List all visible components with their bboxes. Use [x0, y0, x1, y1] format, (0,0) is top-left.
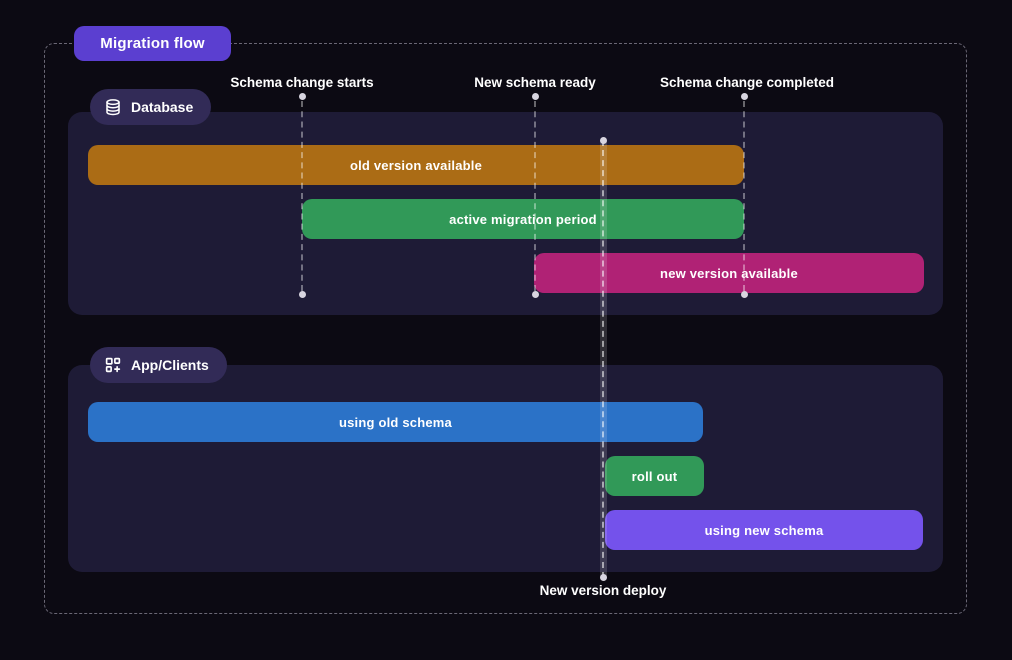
diagram-title: Migration flow — [100, 35, 205, 52]
bar-active-migration-period: active migration period — [302, 199, 744, 239]
app-clients-badge-label: App/Clients — [131, 357, 209, 373]
milestone-label-schema-change-starts: Schema change starts — [230, 75, 374, 90]
bar-new-version-available: new version available — [534, 253, 924, 293]
milestone-line — [743, 101, 745, 291]
bar-roll-out: roll out — [605, 456, 704, 496]
milestone-dot — [299, 93, 306, 100]
app-clients-badge: App/Clients — [90, 347, 227, 383]
milestone-line — [534, 101, 536, 291]
milestone-dot — [299, 291, 306, 298]
diagram-dashed-frame — [44, 43, 967, 614]
diagram-title-badge: Migration flow — [74, 26, 231, 61]
bar-using-old-schema: using old schema — [88, 402, 703, 442]
deploy-marker-top-dot — [600, 137, 607, 144]
deploy-marker-bottom-dot — [600, 574, 607, 581]
database-badge-label: Database — [131, 99, 194, 115]
apps-plus-icon — [104, 356, 122, 374]
bar-using-new-schema: using new schema — [605, 510, 923, 550]
bar-old-version-available: old version available — [88, 145, 744, 185]
milestone-dot — [532, 93, 539, 100]
database-badge: Database — [90, 89, 212, 125]
deploy-marker-label: New version deploy — [539, 583, 667, 598]
deploy-marker-line — [600, 140, 607, 578]
milestone-dot — [741, 93, 748, 100]
milestone-label-schema-change-completed: Schema change completed — [659, 75, 835, 90]
database-icon — [104, 98, 122, 116]
milestone-line — [301, 101, 303, 291]
milestone-dot — [741, 291, 748, 298]
milestone-label-new-schema-ready: New schema ready — [474, 75, 596, 90]
milestone-dot — [532, 291, 539, 298]
